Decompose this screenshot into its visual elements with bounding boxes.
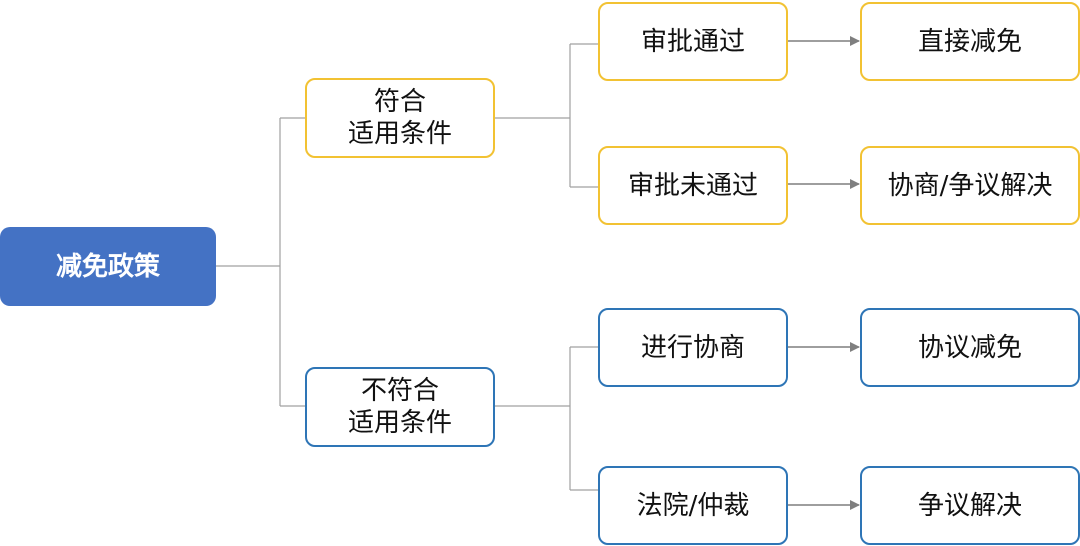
root-node: 减免政策 bbox=[0, 227, 216, 306]
branch-eligible-line2: 适用条件 bbox=[347, 119, 452, 149]
result-direct-reduction: 直接减免 bbox=[860, 2, 1080, 81]
step-rejected: 审批未通过 bbox=[598, 146, 788, 225]
branch-ineligible-line1: 不符合 bbox=[360, 376, 439, 406]
step-negotiate-label: 进行协商 bbox=[640, 332, 745, 363]
step-rejected-label: 审批未通过 bbox=[627, 170, 758, 201]
step-court-arbitration: 法院/仲裁 bbox=[598, 466, 788, 545]
step-negotiate: 进行协商 bbox=[598, 308, 788, 387]
result-agreed-reduction: 协议减免 bbox=[860, 308, 1080, 387]
result-negotiate-dispute: 协商/争议解决 bbox=[860, 146, 1080, 225]
connector-root-branches bbox=[216, 117, 305, 407]
result-direct-reduction-label: 直接减免 bbox=[917, 26, 1022, 57]
connector-no-steps bbox=[495, 346, 598, 491]
branch-ineligible-line2: 适用条件 bbox=[347, 408, 452, 438]
step-court-arbitration-label: 法院/仲裁 bbox=[636, 490, 750, 521]
step-approved: 审批通过 bbox=[598, 2, 788, 81]
result-dispute-resolution: 争议解决 bbox=[860, 466, 1080, 545]
result-agreed-reduction-label: 协议减免 bbox=[917, 332, 1022, 363]
result-negotiate-dispute-label: 协商/争议解决 bbox=[887, 170, 1053, 201]
branch-eligible-line1: 符合 bbox=[373, 87, 426, 117]
root-label: 减免政策 bbox=[55, 251, 160, 282]
connector-yes-steps bbox=[495, 43, 598, 188]
branch-eligible: 符合 适用条件 bbox=[305, 78, 495, 158]
result-dispute-resolution-label: 争议解决 bbox=[917, 490, 1022, 521]
branch-ineligible: 不符合 适用条件 bbox=[305, 367, 495, 447]
step-approved-label: 审批通过 bbox=[640, 26, 745, 57]
